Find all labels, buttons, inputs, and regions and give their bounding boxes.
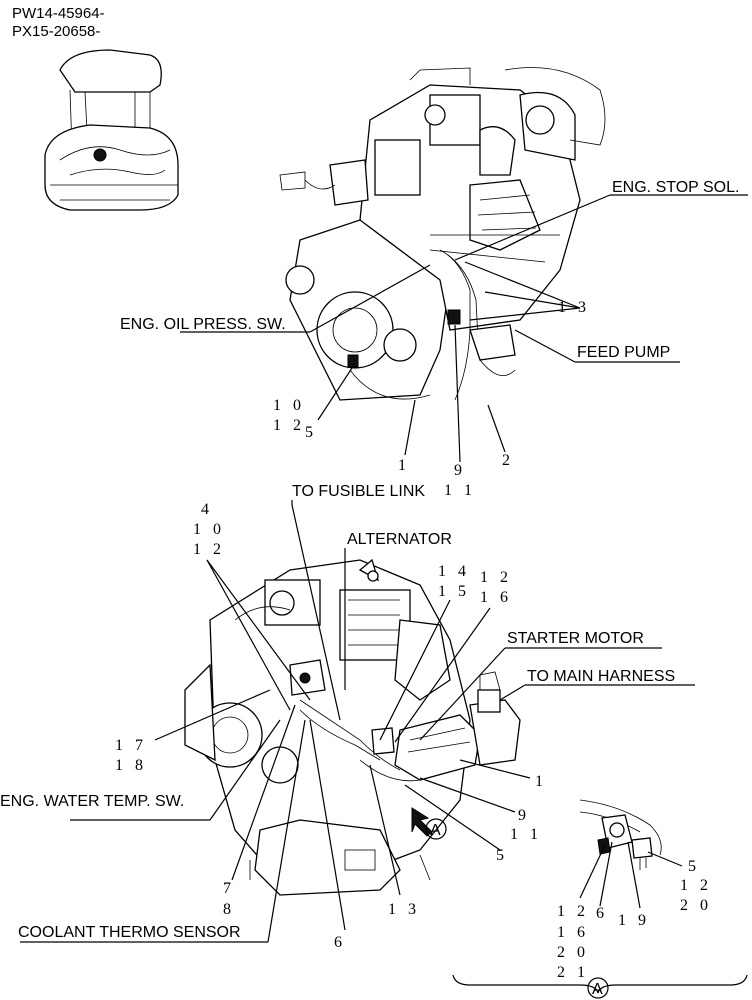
callout-10-top: 1 0 xyxy=(273,397,305,414)
callout-1-bottom: 1 xyxy=(535,773,547,790)
label-to-fusible-link: TO FUSIBLE LINK xyxy=(292,483,425,500)
engine-top-illustration xyxy=(279,67,606,401)
detail-a-illustration xyxy=(579,799,662,870)
callout-21-detail: 2 1 xyxy=(557,964,589,981)
callout-18-bottom: 1 8 xyxy=(115,757,147,774)
callout-5-detail: 5 xyxy=(688,858,700,875)
label-feed-pump: FEED PUMP xyxy=(577,344,670,361)
callout-5-bottom: 5 xyxy=(496,847,508,864)
callout-12-bottom: 1 2 xyxy=(193,541,225,558)
callout-12-top: 1 2 xyxy=(273,417,305,434)
label-to-main-harness: TO MAIN HARNESS xyxy=(527,668,675,685)
label-starter-motor: STARTER MOTOR xyxy=(507,630,644,647)
label-eng-water-temp-sw: ENG. WATER TEMP. SW. xyxy=(0,793,184,810)
callout-16-bottom: 1 6 xyxy=(480,589,512,606)
callout-13-top: 1 3 xyxy=(558,299,590,316)
label-eng-oil-press-sw: ENG. OIL PRESS. SW. xyxy=(120,316,286,333)
callout-15-bottom: 1 5 xyxy=(438,583,470,600)
callout-9-top: 9 xyxy=(454,462,466,479)
serial-number-1: PW14-45964- xyxy=(12,5,105,22)
callout-5-top: 5 xyxy=(305,424,317,441)
callout-6-detail: 6 xyxy=(596,905,608,922)
callout-14-bottom: 1 4 xyxy=(438,563,470,580)
callout-16-detail: 1 6 xyxy=(557,924,589,941)
callout-12-detail: 1 2 xyxy=(557,903,589,920)
callout-19-detail: 1 9 xyxy=(618,912,650,929)
view-a-letter: A xyxy=(430,822,441,839)
detail-a-marker: A xyxy=(587,977,609,999)
callout-20-detail: 2 0 xyxy=(557,944,589,961)
top-leader-lines xyxy=(180,194,748,463)
callout-10-bottom: 1 0 xyxy=(193,521,225,538)
label-coolant-thermo-sensor: COOLANT THERMO SENSOR xyxy=(18,924,241,941)
machine-thumbnail xyxy=(44,49,179,211)
detail-a-letter: A xyxy=(592,981,603,998)
callout-13-bottom: 1 3 xyxy=(388,901,420,918)
callout-11-bottom: 1 1 xyxy=(510,826,542,843)
callout-7-bottom: 7 xyxy=(223,880,235,897)
label-alternator: ALTERNATOR xyxy=(347,531,452,548)
callout-17-bottom: 1 7 xyxy=(115,737,147,754)
bottom-leader-lines xyxy=(20,500,695,943)
callout-9-bottom: 9 xyxy=(518,807,530,824)
callout-2-top: 2 xyxy=(502,452,514,469)
callout-4-bottom: 4 xyxy=(201,501,213,518)
detail-a-leader-lines xyxy=(452,841,748,994)
callout-20a-detail: 2 0 xyxy=(680,897,712,914)
callout-8-bottom: 8 xyxy=(223,901,235,918)
callout-1-top: 1 xyxy=(398,457,410,474)
callout-6-bottom: 6 xyxy=(334,934,346,951)
callout-12a-detail: 1 2 xyxy=(680,877,712,894)
view-a-marker: A xyxy=(411,807,447,840)
label-eng-stop-sol: ENG. STOP SOL. xyxy=(612,179,739,196)
callout-12b-bottom: 1 2 xyxy=(480,569,512,586)
serial-number-2: PX15-20658- xyxy=(12,23,100,40)
callout-11-top: 1 1 xyxy=(444,482,476,499)
